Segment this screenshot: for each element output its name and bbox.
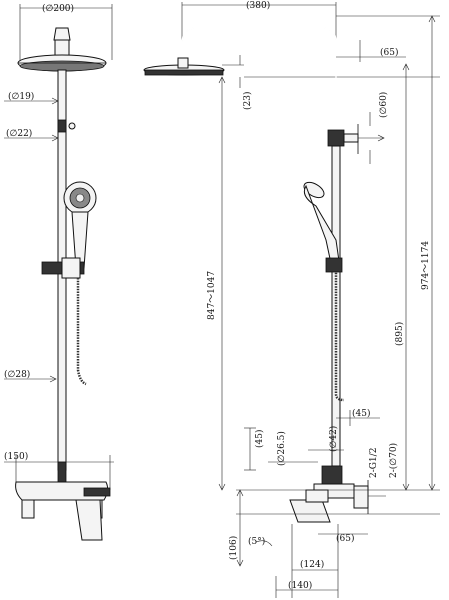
front-view: (∅200) (∅19) (∅22)	[4, 3, 114, 541]
spout-offset-dimension: (45)	[336, 408, 380, 426]
body-width-dimension: (124)	[291, 524, 338, 598]
head-drop-label: (23)	[242, 92, 253, 110]
hose-front	[76, 278, 87, 386]
outlet-offset-dimension: (65)	[318, 533, 368, 544]
total-height-label: 974～1174	[421, 241, 431, 290]
side-view: (380) (23) (65)	[143, 0, 440, 598]
hose-side	[334, 270, 345, 402]
thread-spec-label: 2-G1/2	[369, 448, 379, 478]
rail-low-diameter-label: (∅28)	[4, 369, 30, 380]
hand-shower-side	[303, 181, 343, 273]
rail-top-diameter-dimension: (∅19)	[4, 91, 59, 105]
arm-offset-dimension: (65)	[336, 40, 406, 62]
head-drop-dimension: (23)	[222, 55, 253, 110]
arm-offset-label: (65)	[380, 47, 398, 58]
spout-offset-label: (45)	[352, 408, 370, 419]
mixer-width-label: (150)	[4, 451, 28, 462]
head-diameter-dimension: (∅200)	[19, 3, 113, 60]
shower-arm-side	[143, 27, 337, 130]
mixer-side	[236, 465, 440, 523]
mixer-front	[15, 461, 111, 541]
head-diameter-label: (∅200)	[42, 3, 74, 14]
rail-mid-diameter-dimension: (∅22)	[4, 128, 59, 142]
total-depth-dimension: (140)	[275, 524, 339, 598]
hand-shower-front	[63, 181, 97, 269]
connector-diameter-dimension: (∅42)	[308, 426, 344, 452]
thread-top-dimension: (45)	[244, 427, 265, 471]
total-depth-label: (140)	[288, 580, 312, 591]
body-width-label: (124)	[300, 559, 324, 570]
rail-height-dimension: (895)	[394, 63, 410, 491]
slide-range-dimension: 847～1047	[207, 76, 226, 491]
base-height-label: (106)	[228, 536, 239, 560]
rail-height-label: (895)	[394, 322, 405, 346]
rain-shower-head-front	[17, 27, 107, 72]
pipe-diameter-label: (∅26.5)	[276, 431, 287, 466]
rail-low-diameter-dimension: (∅28)	[4, 369, 57, 383]
connector-diameter-label: (∅42)	[328, 426, 339, 452]
flange-diameter-label: 2-(∅70)	[388, 443, 399, 478]
thread-top-label: (45)	[254, 430, 265, 448]
angle-dimension: (5°)	[248, 536, 273, 547]
rail-top-diameter-label: (∅19)	[8, 91, 34, 102]
angle-label: (5°)	[248, 536, 265, 547]
pipe-diameter-dimension: (∅26.5)	[268, 431, 318, 466]
arm-reach-label: (380)	[246, 0, 270, 11]
total-height-dimension: 974～1174	[421, 15, 436, 491]
arm-reach-dimension: (380)	[181, 0, 337, 60]
wall-bracket-side: (∅60)	[327, 92, 389, 164]
slide-range-label: 847～1047	[207, 271, 217, 320]
bracket-diameter-label: (∅60)	[378, 92, 389, 118]
base-height-dimension: (106)	[228, 489, 244, 567]
outlet-offset-label: (65)	[336, 533, 354, 544]
slider-bracket-front	[41, 257, 85, 279]
rail-mid-diameter-label: (∅22)	[6, 128, 32, 139]
